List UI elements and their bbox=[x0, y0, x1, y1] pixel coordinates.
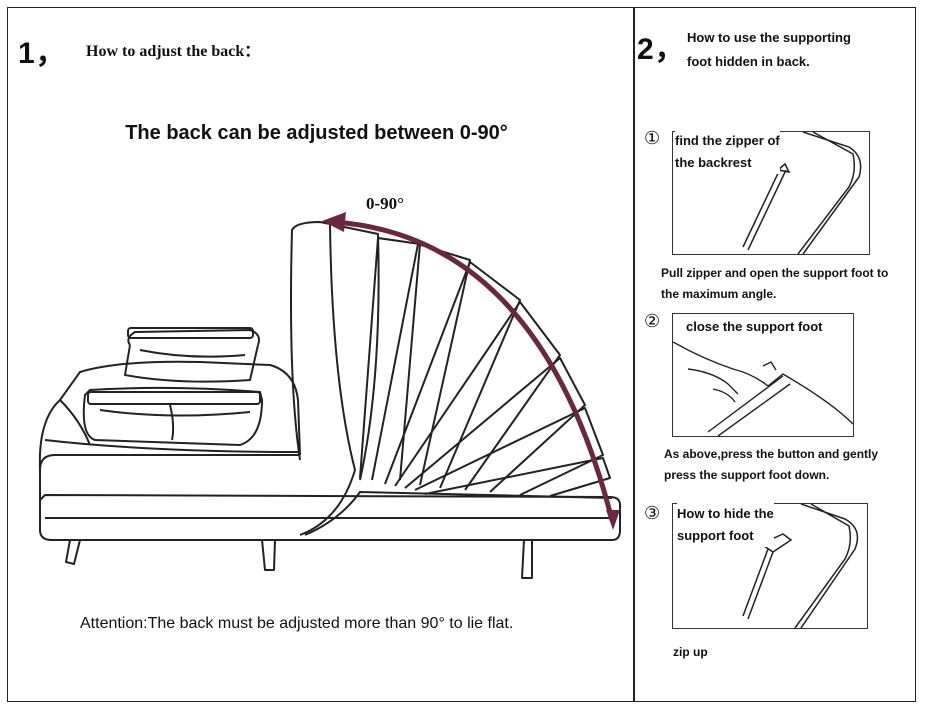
step-1-note-line2: the maximum angle. bbox=[661, 287, 777, 301]
step-1-marker: ① bbox=[644, 128, 661, 149]
section-divider bbox=[633, 7, 635, 702]
step-3-note: zip up bbox=[673, 642, 708, 663]
sofa-bed-illustration bbox=[38, 212, 621, 579]
step-2-note: As above,press the button and gently pre… bbox=[664, 444, 878, 486]
section-2-heading-line1: How to use the supporting bbox=[687, 30, 851, 45]
zipper-backrest-drawing bbox=[742, 132, 862, 254]
section-2-heading: How to use the supporting foot hidden in… bbox=[687, 26, 851, 74]
step-1-label-line2: the backrest bbox=[675, 155, 752, 170]
step-3-label: How to hide the support foot bbox=[677, 503, 774, 547]
section-2-number: 2， bbox=[637, 33, 686, 66]
attention-note: Attention:The back must be adjusted more… bbox=[80, 615, 514, 632]
close-support-foot-drawing bbox=[673, 341, 853, 436]
step-1-label-line1: find the zipper of bbox=[675, 133, 780, 148]
step-2-note-line2: press the support foot down. bbox=[664, 468, 830, 482]
back-adjust-subtitle: The back can be adjusted between 0-90° bbox=[125, 122, 508, 144]
step-2-note-line1: As above,press the button and gently bbox=[664, 447, 879, 461]
page-frame bbox=[7, 7, 916, 702]
step-3-marker: ③ bbox=[644, 503, 661, 524]
hide-support-foot-drawing bbox=[742, 504, 859, 628]
step-1-note-line1: Pull zipper and open the support foot to bbox=[661, 266, 889, 280]
section-1-heading: How to adjust the back： bbox=[86, 43, 261, 60]
step-1-note: Pull zipper and open the support foot to… bbox=[661, 263, 888, 305]
step-1-label: find the zipper of the backrest bbox=[675, 130, 780, 174]
section-1-number: 1， bbox=[18, 37, 67, 70]
step-2-label: close the support foot bbox=[686, 316, 823, 338]
step-3-note-line1: zip up bbox=[673, 645, 708, 659]
step-3-label-line1: How to hide the bbox=[677, 506, 774, 521]
section-2-heading-line2: foot hidden in back. bbox=[687, 54, 810, 69]
step-2-label-line1: close the support foot bbox=[686, 319, 823, 334]
angle-range-label: 0-90° bbox=[366, 194, 404, 213]
step-3-label-line2: support foot bbox=[677, 528, 754, 543]
step-2-marker: ② bbox=[644, 311, 661, 332]
